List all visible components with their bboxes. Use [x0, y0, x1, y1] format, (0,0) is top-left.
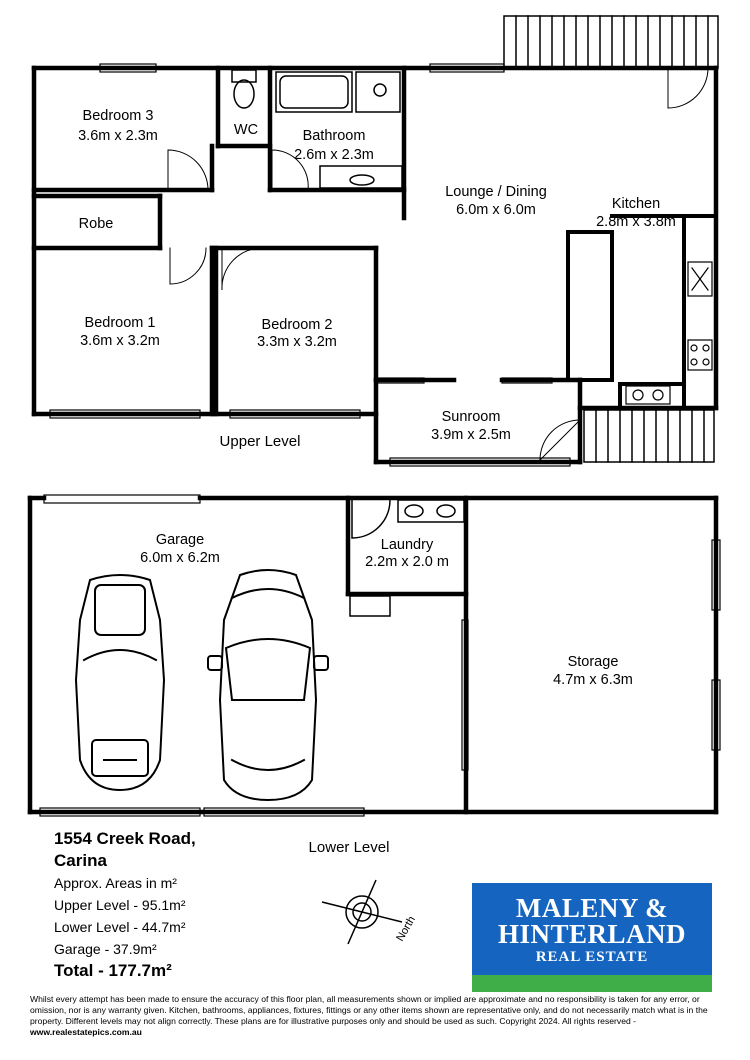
room-name-garage: Garage: [156, 532, 204, 548]
room-size-laundry: 2.2m x 2.0 m: [365, 554, 449, 570]
room-size-bathroom: 2.6m x 2.3m: [294, 147, 374, 163]
room-name-bedroom2: Bedroom 2: [262, 317, 333, 333]
room-size-bedroom1: 3.6m x 3.2m: [80, 333, 160, 349]
areas-upper: Upper Level - 95.1m²: [54, 897, 186, 913]
room-size-kitchen: 2.8m x 3.8m: [596, 214, 676, 230]
areas-garage: Garage - 37.9m²: [54, 941, 157, 957]
disclaimer-text: Whilst every attempt has been made to en…: [30, 994, 708, 1026]
garage-door-top: [43, 494, 201, 504]
bottom-stairs: [583, 409, 715, 463]
windows-upper: [49, 63, 571, 467]
kitchen-sink: [625, 385, 671, 405]
areas-summary: Approx. Areas in m² Upper Level - 95.1m²…: [54, 872, 186, 982]
address-line2: Carina: [54, 851, 107, 870]
areas-lower: Lower Level - 44.7m²: [54, 919, 186, 935]
areas-approx: Approx. Areas in m²: [54, 875, 177, 891]
room-size-lounge: 6.0m x 6.0m: [456, 202, 536, 218]
agency-logo: MALENY & HINTERLAND REAL ESTATE: [472, 883, 712, 992]
room-name-robe: Robe: [79, 216, 114, 232]
compass-north-label: North: [394, 914, 418, 943]
bath-fixtures: [231, 69, 403, 189]
windows-lower: [39, 539, 721, 817]
disclaimer-website: www.realestatepics.com.au: [30, 1027, 142, 1037]
upper-walls: [31, 65, 719, 465]
logo-green-band: [472, 975, 712, 992]
property-address: 1554 Creek Road, Carina: [54, 828, 196, 872]
room-size-bedroom3: 3.6m x 2.3m: [78, 128, 158, 144]
car-left-icon: [74, 574, 166, 792]
lower-level-label: Lower Level: [309, 839, 390, 856]
logo-line2: HINTERLAND: [497, 919, 687, 949]
compass-icon: [321, 879, 403, 945]
kitchen-cooktop: [687, 261, 713, 371]
room-name-bedroom1: Bedroom 1: [85, 315, 156, 331]
address-line1: 1554 Creek Road,: [54, 829, 196, 848]
room-name-laundry: Laundry: [381, 537, 434, 553]
room-name-wc: WC: [234, 122, 258, 138]
room-size-storage: 4.7m x 6.3m: [553, 672, 633, 688]
top-stairs: [503, 15, 719, 69]
laundry-fixtures: [349, 499, 465, 617]
room-name-bedroom3: Bedroom 3: [83, 108, 154, 124]
logo-line3: REAL ESTATE: [535, 949, 649, 965]
room-name-bathroom: Bathroom: [303, 128, 366, 144]
areas-total: Total - 177.7m²: [54, 961, 172, 980]
room-size-sunroom: 3.9m x 2.5m: [431, 427, 511, 443]
room-size-bedroom2: 3.3m x 3.2m: [257, 334, 337, 350]
lower-walls: [27, 495, 719, 815]
room-size-garage: 6.0m x 6.2m: [140, 550, 220, 566]
car-right-icon: [207, 569, 329, 802]
room-name-storage: Storage: [568, 654, 619, 670]
disclaimer: Whilst every attempt has been made to en…: [30, 994, 722, 1038]
upper-level-label: Upper Level: [220, 433, 301, 450]
room-name-sunroom: Sunroom: [442, 409, 501, 425]
doors-upper: [167, 67, 709, 461]
logo-line1: MALENY &: [515, 893, 669, 923]
room-name-kitchen: Kitchen: [612, 196, 660, 212]
kitchen-bench: [566, 214, 718, 410]
room-name-lounge: Lounge / Dining: [445, 184, 547, 200]
